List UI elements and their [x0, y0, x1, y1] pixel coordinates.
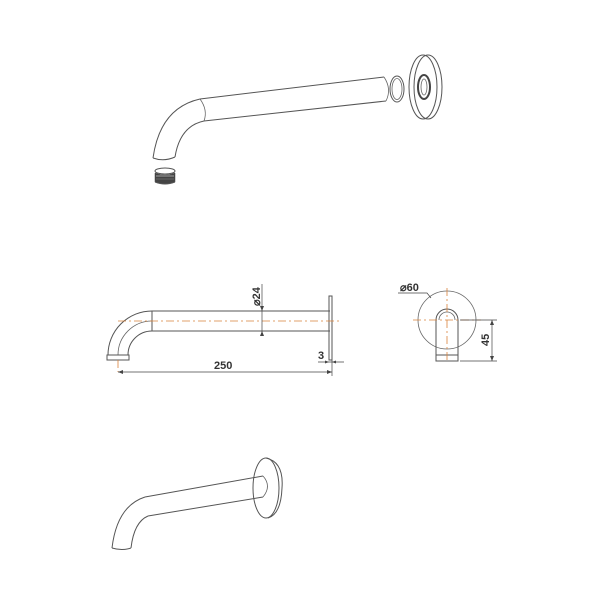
height-value: 45: [480, 334, 492, 346]
front-elevation-view: ⌀60 45: [398, 282, 497, 362]
dimension-diameter-24: ⌀24: [251, 284, 264, 336]
exploded-isometric-view: [152, 54, 443, 185]
svg-text:⌀60: ⌀60: [400, 282, 419, 294]
pipe-diameter-value: 24: [251, 286, 263, 299]
dimension-height-45: 45: [460, 319, 497, 362]
svg-text:⌀24: ⌀24: [251, 286, 263, 306]
dimension-diameter-60: ⌀60: [398, 282, 432, 299]
side-elevation-view: ⌀24 250 3: [106, 284, 344, 376]
thickness-value: 3: [318, 350, 324, 362]
assembled-isometric-view: [111, 457, 283, 550]
dimension-length-250: 250: [118, 360, 333, 376]
wall-flange-part: [408, 54, 443, 120]
flange-diameter-value: 60: [407, 282, 419, 294]
aerator-part: [154, 167, 176, 185]
dimension-thickness-3: 3: [318, 350, 344, 364]
diameter-symbol: ⌀: [251, 299, 263, 306]
diameter-symbol: ⌀: [400, 282, 407, 294]
length-value: 250: [214, 360, 232, 372]
o-ring-part: [389, 75, 405, 103]
